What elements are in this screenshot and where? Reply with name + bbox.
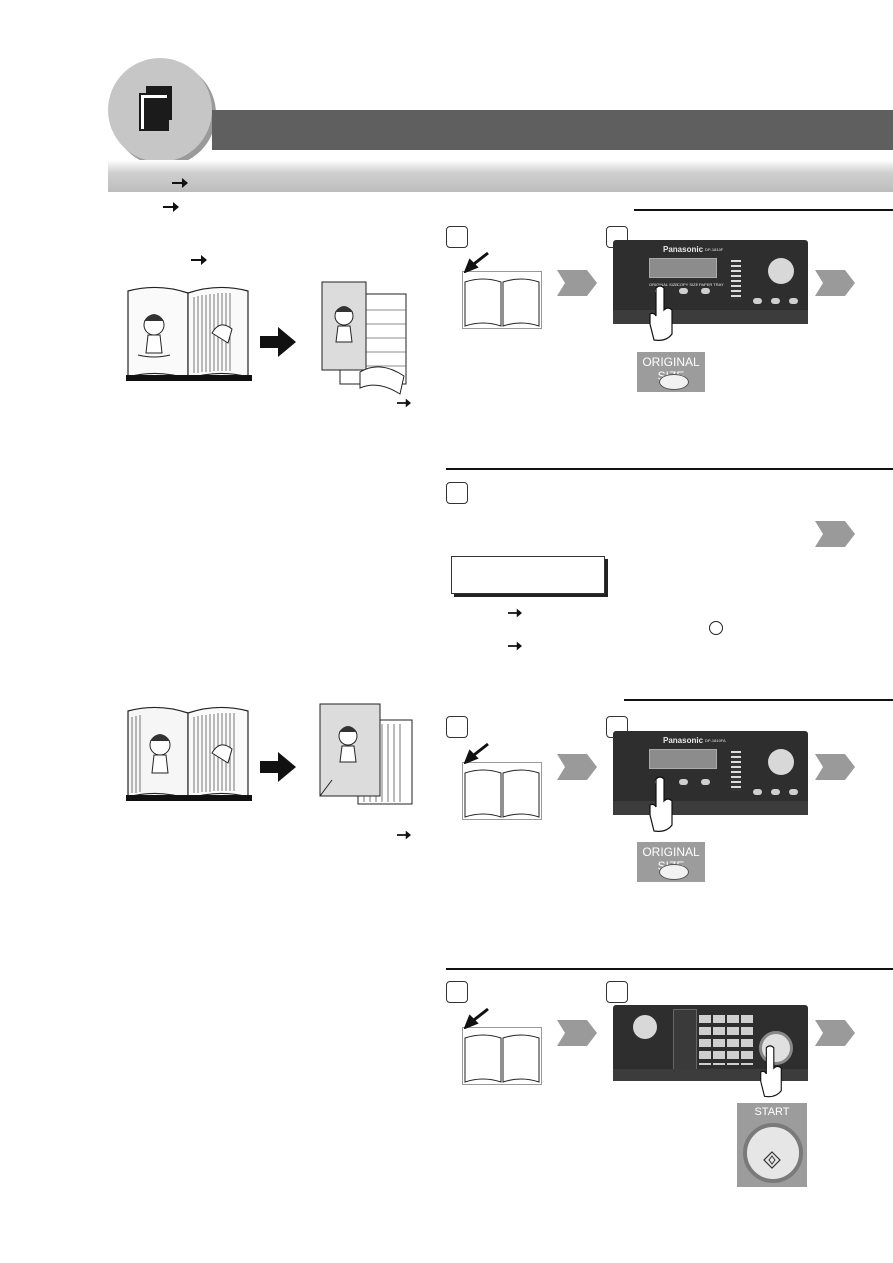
section-divider [446,968,893,970]
pressing-finger-icon [760,1045,782,1098]
next-step-chevron [815,521,855,547]
panel-key[interactable] [753,789,762,795]
big-arrow-right-icon [260,327,296,357]
next-step-chevron [815,1020,855,1046]
control-panel: Panasonic DP-1810FA [613,731,808,815]
section-divider [634,209,893,211]
separated-pages-illustration-2 [319,703,413,805]
start-label: START [754,1106,790,1118]
pressing-finger-icon [649,776,673,832]
function-column [673,1009,697,1071]
density-indicator [731,751,741,791]
document-glass-icon [462,271,542,329]
panel-model: DP-1810F [705,247,724,252]
original-size-key-zoom: ORIGINAL SIZE [637,352,705,392]
nav-key[interactable] [768,749,794,775]
open-book-illustration-2 [126,706,252,801]
original-size-button[interactable] [659,374,689,390]
panel-btn-label: PAPER TRAY [699,282,724,287]
panel-btn-label: ORIGINAL SIZE [649,282,678,287]
step-number-box [446,716,468,738]
start-button[interactable] [743,1123,803,1183]
panel-model: DP-1810FA [705,738,726,743]
separated-pages-illustration [321,281,407,395]
nav-key[interactable] [768,258,794,284]
big-arrow-right-icon [260,752,296,782]
arrow-right-icon [163,202,179,212]
document-glass-icon [462,762,542,820]
arrow-right-icon [508,641,522,651]
panel-key[interactable] [771,298,780,304]
circled-marker [709,621,723,635]
document-glass-icon [462,1027,542,1085]
arrow-right-icon [172,178,188,188]
number-keypad[interactable] [699,1015,755,1065]
panel-base [613,1069,808,1081]
start-diamond-icon [763,1151,781,1169]
panel-brand: Panasonic [663,736,704,745]
step-number-box [606,981,628,1003]
step-number-box [446,981,468,1003]
next-step-chevron [557,270,597,296]
placement-arrow-icon [464,1007,489,1029]
next-step-chevron [815,270,855,296]
control-panel: Panasonic DP-1810F ORIGINAL SIZE COPY SI… [613,240,808,324]
panel-base [613,801,808,815]
arrow-right-icon [508,608,522,618]
copy-size-key[interactable] [679,288,688,294]
panel-key[interactable] [789,789,798,795]
panel-key[interactable] [771,789,780,795]
panel-brand: Panasonic [663,245,704,254]
next-step-chevron [557,754,597,780]
next-step-chevron [815,754,855,780]
arrow-right-icon [397,398,411,408]
section-divider [446,468,893,470]
nav-key[interactable] [633,1015,657,1039]
keypad-panel [613,1005,808,1081]
original-size-key-zoom: ORIGINAL SIZE [637,842,705,882]
arrow-right-icon [191,255,207,265]
copy-document-icon [139,86,172,131]
panel-lcd [649,258,717,278]
copy-size-key[interactable] [679,779,688,785]
panel-btn-label: COPY SIZE [677,282,699,287]
open-book-illustration [126,286,252,381]
original-size-button[interactable] [659,864,689,880]
paper-tray-key[interactable] [701,288,710,294]
arrow-right-icon [397,830,411,840]
panel-key[interactable] [789,298,798,304]
panel-lcd [649,749,717,769]
start-key[interactable] [759,1031,793,1065]
step-number-box [446,226,468,248]
section-divider [624,699,893,701]
header-bar [212,110,893,150]
placement-arrow-icon [464,742,489,764]
section-bar [108,160,893,192]
next-step-chevron [557,1020,597,1046]
step-number-box [446,482,468,504]
start-key-zoom: START [737,1103,807,1187]
panel-key[interactable] [753,298,762,304]
panel-base [613,310,808,324]
paper-tray-key[interactable] [701,779,710,785]
pressing-finger-icon [649,285,673,341]
display-message-box [451,556,605,594]
placement-arrow-icon [464,251,489,273]
density-indicator [731,260,741,300]
